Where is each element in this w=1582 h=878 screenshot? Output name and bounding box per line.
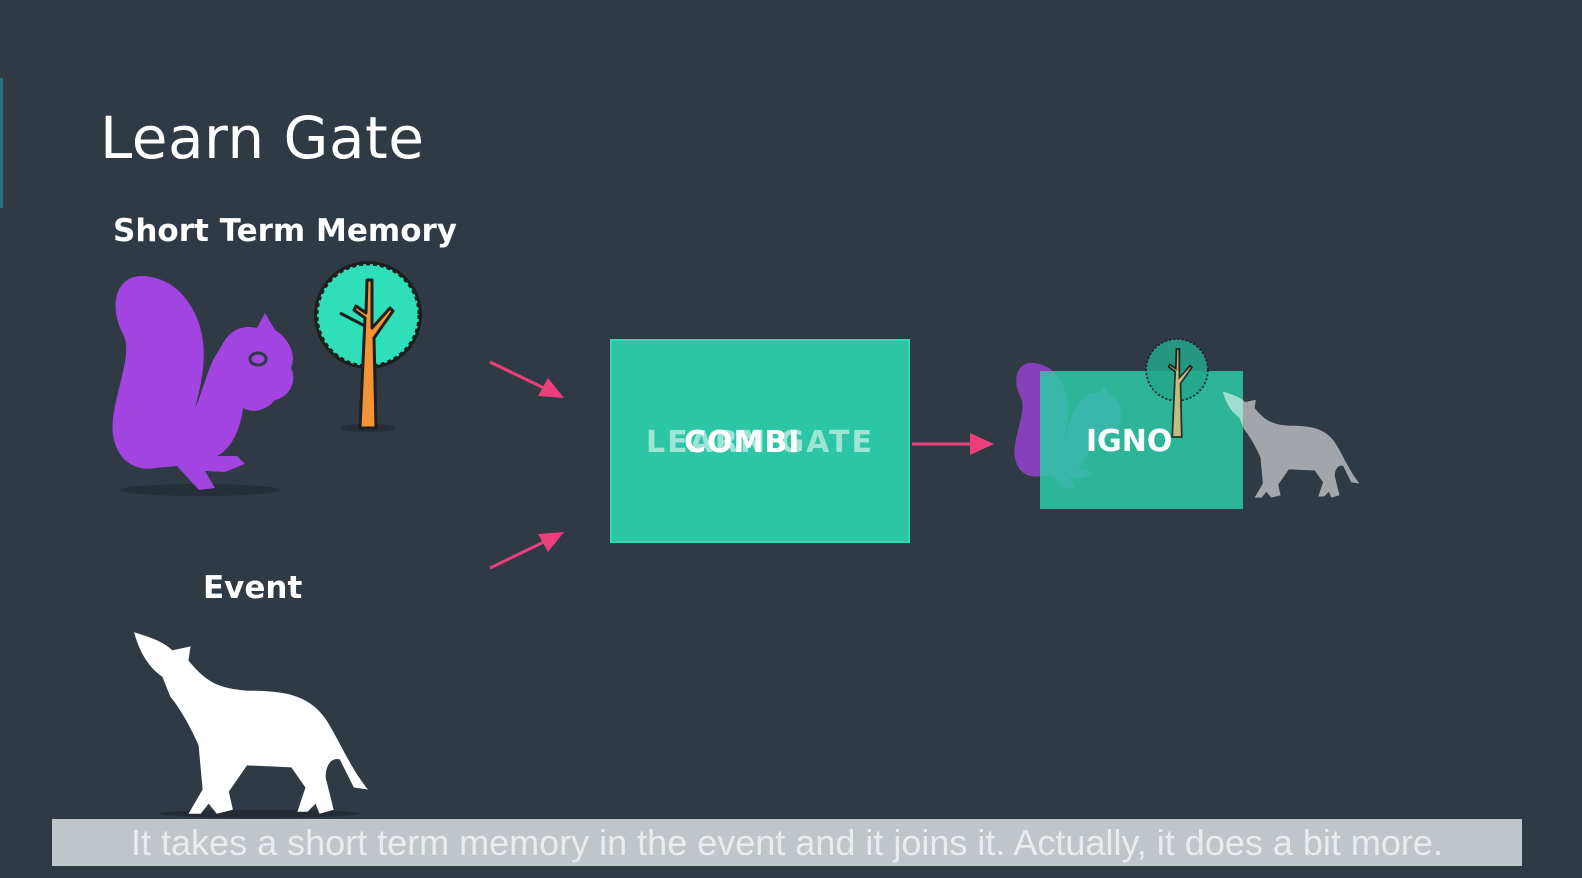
ignore-gate-box: IGNO	[1040, 371, 1243, 509]
subtitle-caption: It takes a short term memory in the even…	[52, 819, 1522, 866]
short-term-memory-label: Short Term Memory	[113, 213, 457, 249]
wolf-icon	[134, 632, 368, 818]
combine-label: COMBI	[684, 425, 801, 460]
arrow-icon	[489, 360, 564, 398]
learn-gate-label: LEARN GATE	[646, 425, 874, 460]
slide-edge-accent	[0, 78, 3, 208]
ignore-label: IGNO	[1086, 424, 1173, 459]
learn-gate-box: LEARN GATE COMBI	[610, 339, 910, 543]
arrow-icon	[489, 532, 564, 570]
event-label: Event	[203, 570, 303, 606]
tree-icon	[1145, 338, 1209, 438]
wolf-icon	[1222, 391, 1360, 498]
page-title: Learn Gate	[100, 104, 425, 172]
arrow-icon	[912, 433, 994, 455]
squirrel-icon	[112, 276, 294, 496]
tree-icon	[314, 261, 422, 432]
